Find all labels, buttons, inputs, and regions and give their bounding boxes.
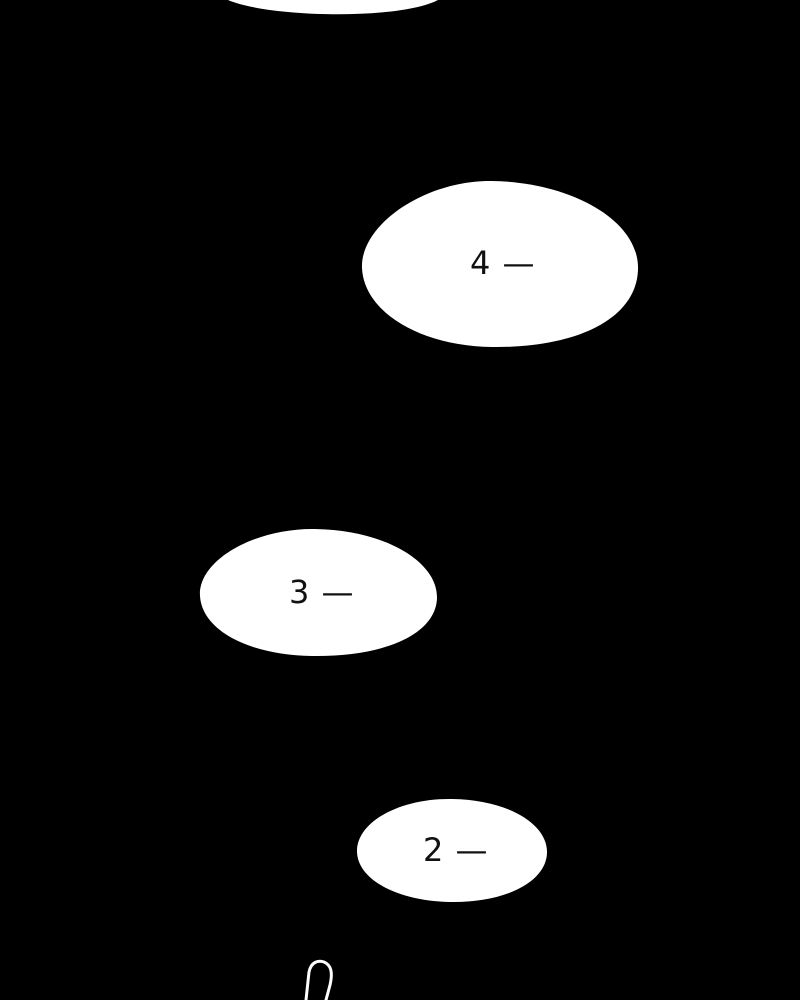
bubble-label-2: 2 — <box>423 831 489 869</box>
speech-bubble-4 <box>361 180 639 348</box>
bubble-label-4: 4 — <box>470 244 536 282</box>
speech-bubble-top-partial <box>228 0 438 15</box>
bubble-label-3: 3 — <box>289 573 355 611</box>
speech-bubble-2 <box>356 798 548 903</box>
outline-shape-bottom <box>304 959 333 1000</box>
speech-bubble-3 <box>199 528 438 657</box>
